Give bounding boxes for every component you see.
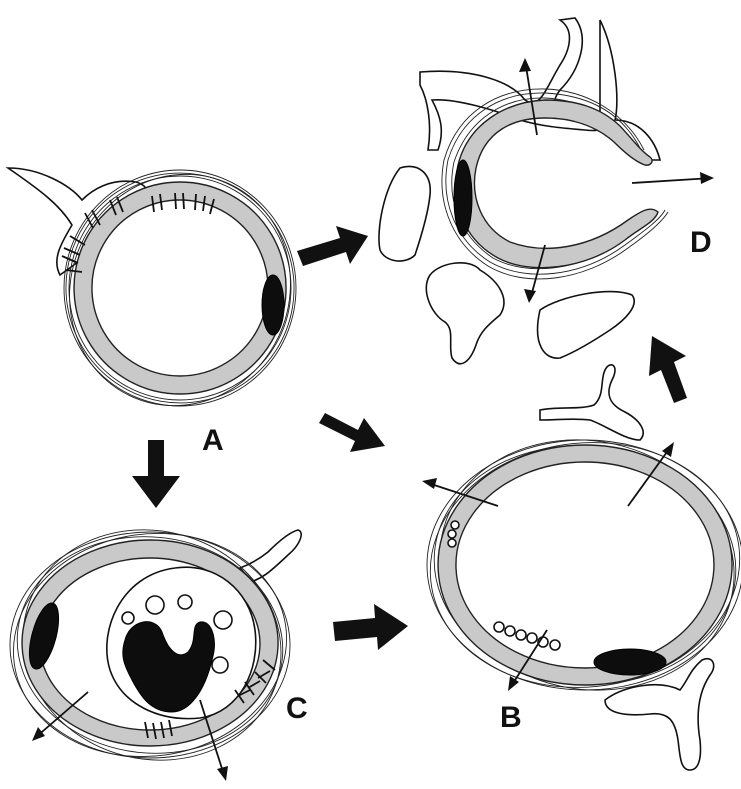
label-b: B	[500, 701, 522, 734]
arrow-a-to-d	[297, 226, 368, 266]
panel-b: B	[416, 365, 741, 770]
endothelial-nucleus-d	[454, 160, 472, 236]
surrounding-cell-d5	[538, 292, 635, 359]
label-d: D	[690, 226, 712, 259]
arrow-b-to-d	[649, 336, 687, 403]
label-c: C	[286, 692, 308, 725]
panel-c: C	[0, 501, 308, 789]
panel-a: A	[8, 138, 328, 457]
pericyte-process-b-top	[540, 365, 643, 440]
surrounding-cell-d3	[379, 167, 430, 261]
endothelial-nucleus-b	[594, 649, 666, 675]
panel-d: D	[379, 18, 714, 364]
arrow-a-to-c	[132, 440, 180, 508]
label-a: A	[202, 424, 224, 457]
arrow-a-to-b	[319, 413, 385, 452]
basement-membrane-b	[438, 445, 732, 685]
endothelial-nucleus-a	[262, 275, 284, 335]
arrow-c-to-b	[333, 604, 408, 650]
basement-membrane-a	[74, 182, 286, 394]
surrounding-cell-d1	[420, 18, 612, 150]
surrounding-cell-d4	[426, 263, 504, 364]
